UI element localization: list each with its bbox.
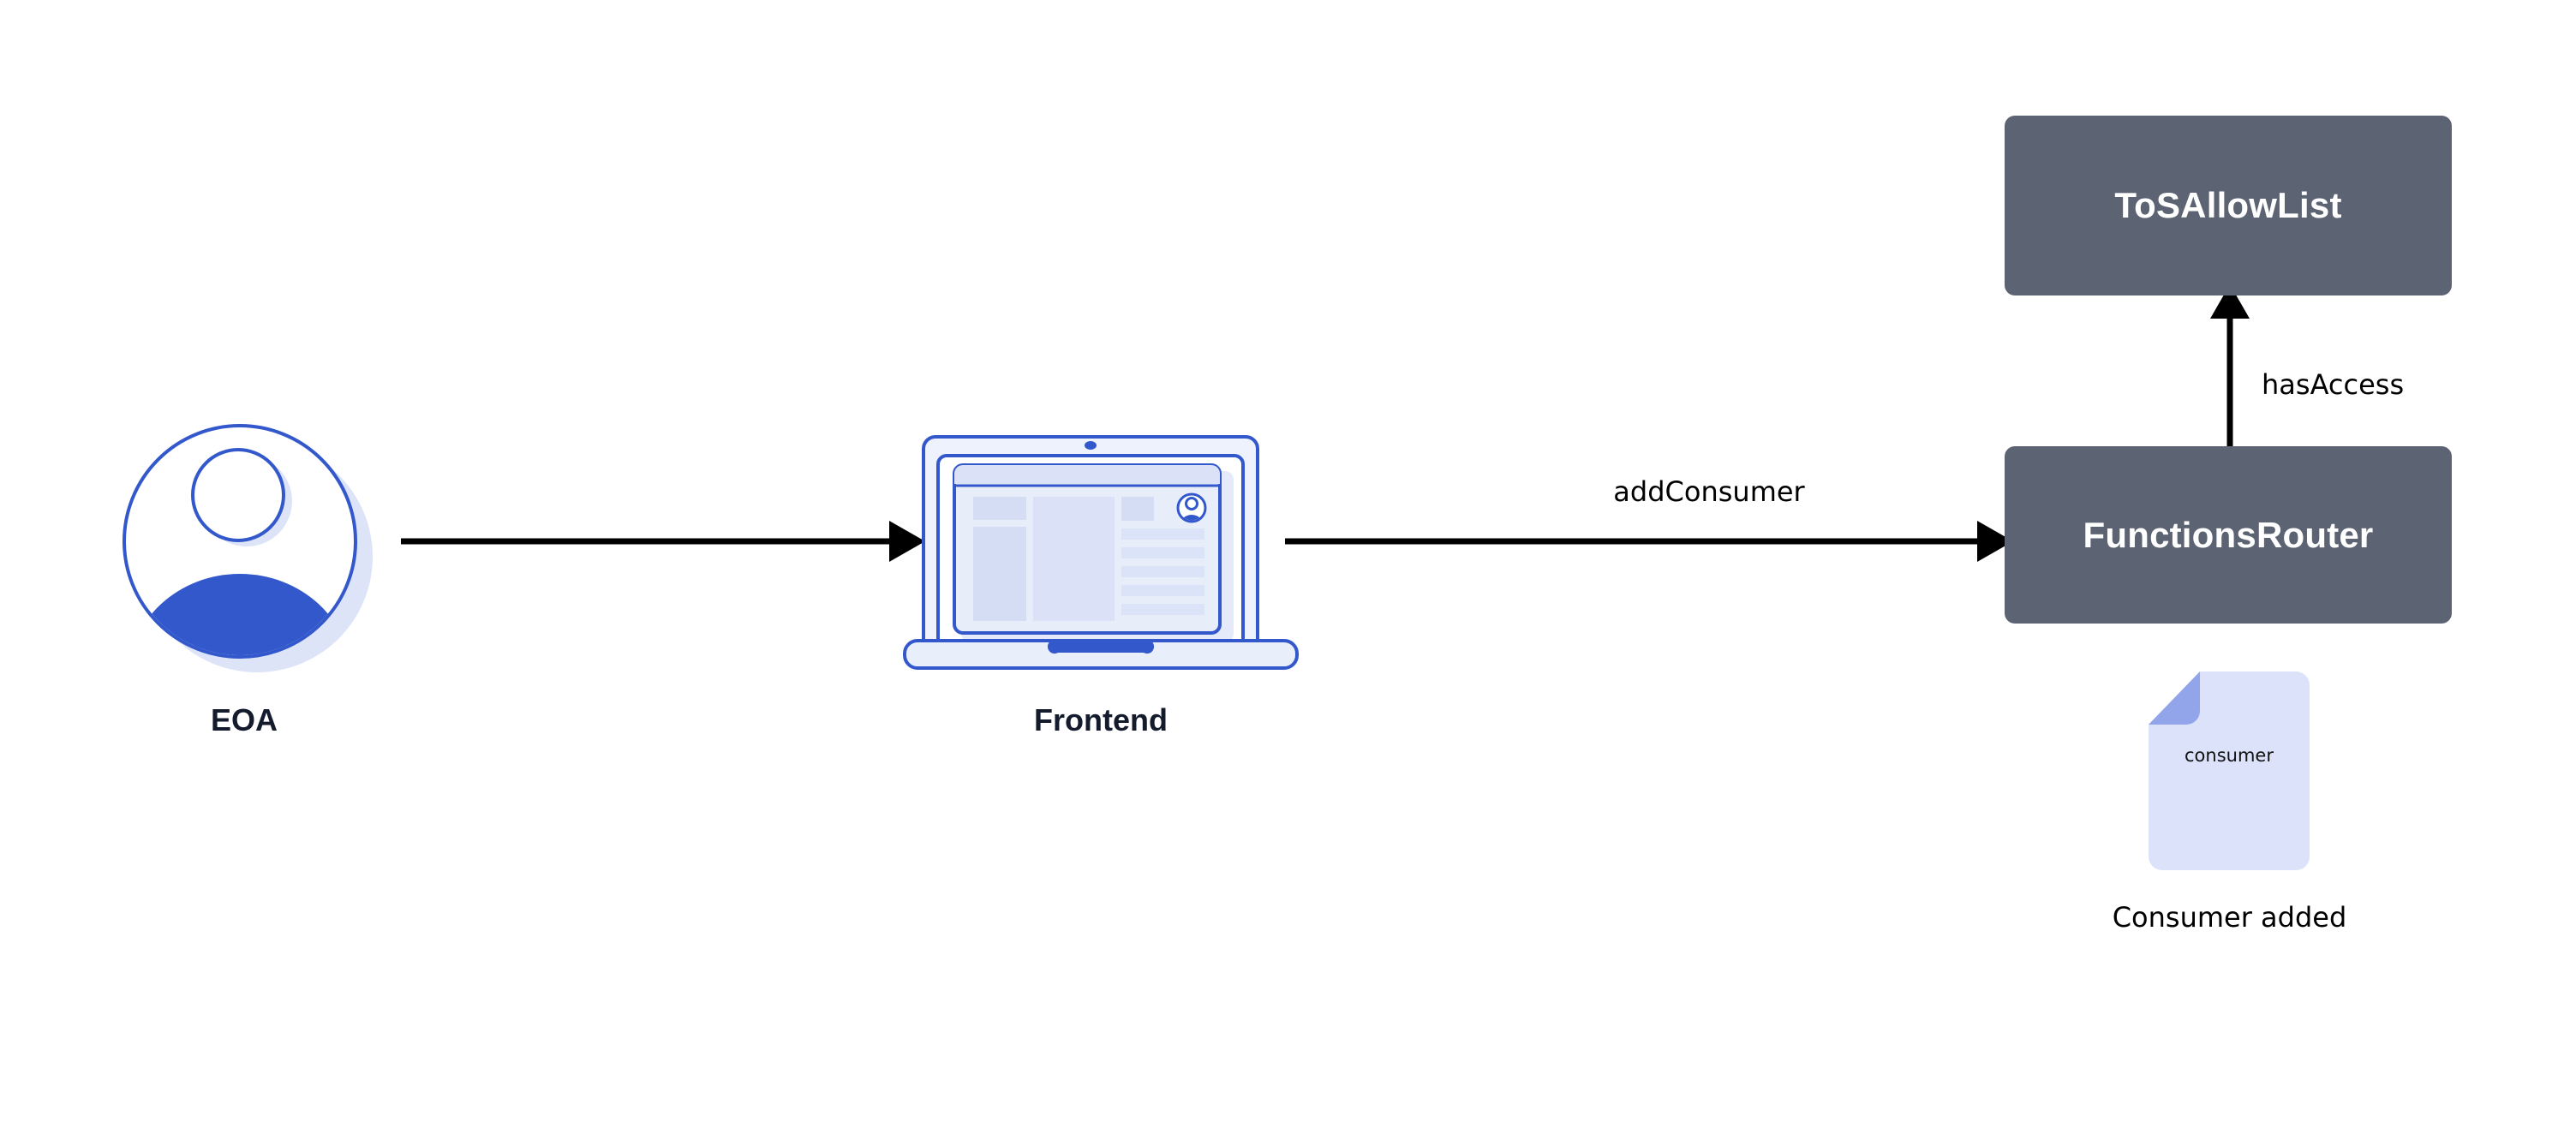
- node-consumer-document[interactable]: consumer Consumer added: [2073, 668, 2386, 951]
- node-frontend[interactable]: Frontend: [900, 420, 1302, 762]
- node-tos-allow-list[interactable]: ToSAllowList: [2005, 116, 2452, 295]
- tos-allow-list-label: ToSAllowList: [2114, 185, 2342, 225]
- laptop-icon: [903, 435, 1299, 670]
- edge-router-to-tos: [2210, 284, 2250, 463]
- user-avatar-icon: [123, 424, 373, 672]
- edge-frontend-to-router: [1285, 521, 2013, 562]
- consumer-document-caption: Consumer added: [2112, 901, 2347, 934]
- edge-label-add-consumer: addConsumer: [1613, 475, 1805, 508]
- edge-eoa-to-frontend: [401, 521, 925, 562]
- node-eoa[interactable]: EOA: [103, 420, 386, 762]
- edge-label-has-access: hasAccess: [2262, 368, 2405, 401]
- functions-router-label: FunctionsRouter: [2083, 514, 2374, 555]
- eoa-caption: EOA: [210, 702, 278, 737]
- consumer-document-inner-label: consumer: [2185, 745, 2274, 766]
- document-icon: [2149, 671, 2310, 870]
- node-functions-router[interactable]: FunctionsRouter: [2005, 446, 2452, 624]
- frontend-caption: Frontend: [1034, 702, 1168, 737]
